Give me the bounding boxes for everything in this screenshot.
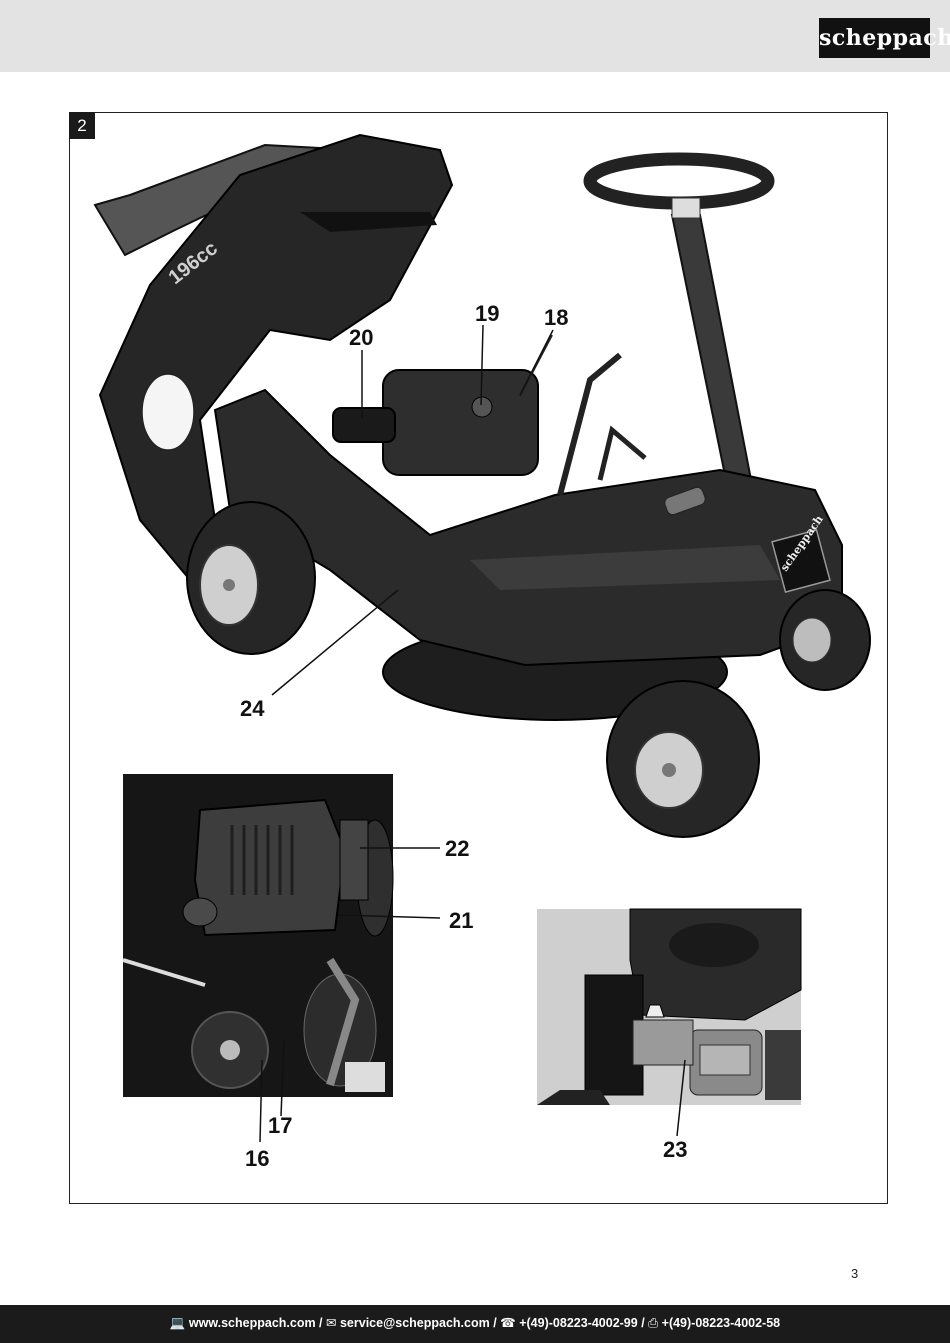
leader-lines	[271, 324, 554, 696]
callout-19: 19	[475, 301, 500, 326]
callout-22: 22	[445, 836, 470, 861]
callout-17: 17	[268, 1113, 293, 1138]
footer-phone: +(49)-08223-4002-99	[519, 1316, 638, 1330]
footer-email-link[interactable]: service@scheppach.com	[339, 1316, 490, 1330]
carburettor-leader-line	[676, 1059, 686, 1137]
brand-logo: scheppach	[819, 18, 950, 58]
figure-frame	[69, 112, 888, 1204]
footer-contact: 💻 www.scheppach.com / ✉ service@scheppac…	[0, 1315, 950, 1331]
footer-separator: /	[489, 1316, 501, 1330]
page-number: 3	[851, 1266, 859, 1281]
callout-18: 18	[544, 305, 569, 330]
header-band	[0, 0, 950, 72]
callout-16: 16	[245, 1146, 270, 1171]
callout-24: 24	[240, 696, 265, 721]
callout-20: 20	[349, 325, 374, 350]
callout-21: 21	[449, 908, 474, 933]
phone-icon: ☎	[500, 1316, 516, 1330]
engine-detail-photo	[122, 774, 394, 1097]
callout-23: 23	[663, 1137, 688, 1162]
footer-band	[0, 1305, 950, 1343]
footer-fax: +(49)-08223-4002-58	[661, 1316, 781, 1330]
mail-icon: ✉	[326, 1316, 337, 1330]
carburettor-detail-photo	[537, 908, 802, 1105]
computer-icon: 💻	[169, 1316, 186, 1330]
fax-icon: ⎙	[648, 1316, 659, 1330]
ride-on-mower-photo: 196cc scheppach	[93, 133, 871, 838]
detail-leader-lines	[259, 847, 441, 1143]
footer-separator: /	[637, 1316, 649, 1330]
figure-number: 2	[69, 112, 95, 139]
footer-website-link[interactable]: www.scheppach.com	[188, 1316, 316, 1330]
footer-separator: /	[315, 1316, 326, 1330]
